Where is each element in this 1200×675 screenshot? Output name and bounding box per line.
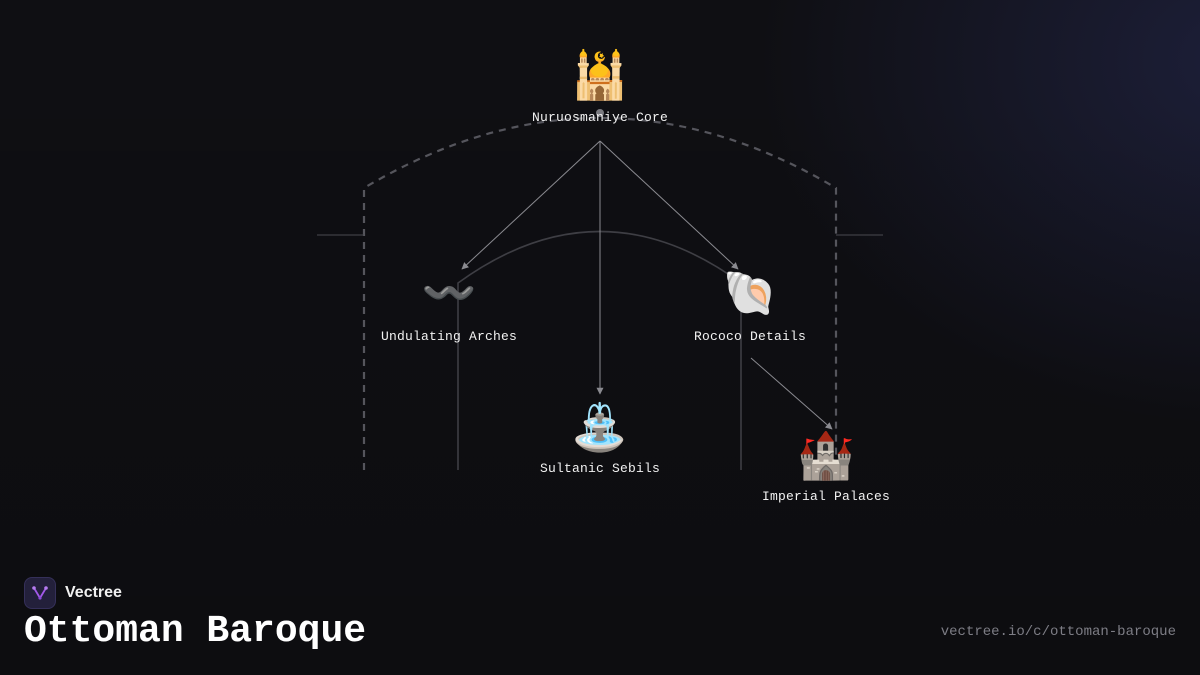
- wavy-dash-icon: 〰️: [421, 268, 477, 319]
- node-palaces[interactable]: 🏰 Imperial Palaces: [762, 432, 890, 504]
- edge-rococo-to-palaces: [750, 357, 833, 430]
- node-rococo-label: Rococo Details: [693, 329, 807, 344]
- fountain-icon: ⛲: [571, 400, 629, 454]
- page-title: Ottoman Baroque: [24, 610, 367, 653]
- node-rococo[interactable]: 🐚 Rococo Details: [693, 268, 807, 345]
- edge-core-to-arches: [461, 140, 601, 270]
- node-core-label: Nuruosmaniye Core: [531, 110, 669, 125]
- spiral-shell-icon: 🐚: [722, 268, 778, 319]
- node-palaces-label: Imperial Palaces: [761, 489, 891, 504]
- node-arches[interactable]: 〰️ Undulating Arches: [380, 268, 518, 345]
- node-core[interactable]: 🕌 Nuruosmaniye Core: [532, 52, 668, 125]
- node-sebils-label: Sultanic Sebils: [539, 461, 661, 476]
- vectree-logo-icon: [24, 577, 56, 609]
- page-url[interactable]: vectree.io/c/ottoman-baroque: [940, 624, 1176, 640]
- node-arches-label: Undulating Arches: [380, 329, 518, 344]
- mosque-icon: 🕌: [571, 48, 629, 102]
- brand-name: Vectree: [65, 584, 122, 601]
- castle-icon: 🏰: [797, 428, 855, 482]
- core-anchor-dot: [596, 109, 604, 117]
- node-sebils[interactable]: ⛲ Sultanic Sebils: [540, 404, 660, 476]
- outer-dashed-arch: [362, 117, 838, 470]
- brand[interactable]: Vectree: [24, 577, 122, 609]
- edge-core-to-rococo: [599, 140, 739, 270]
